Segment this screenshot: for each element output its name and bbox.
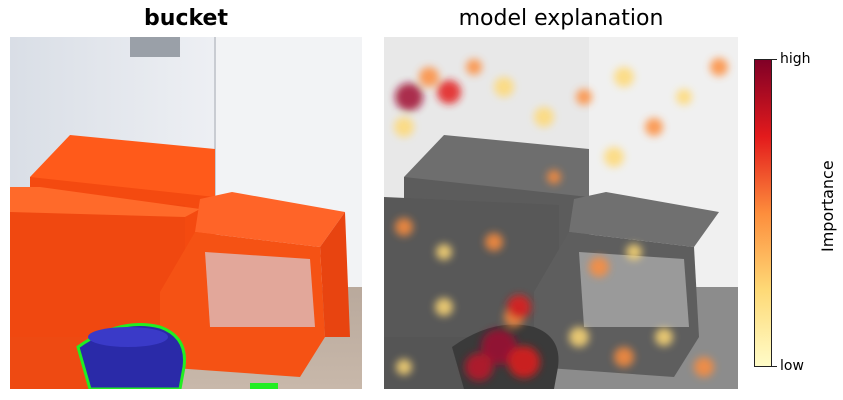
original-image-title: bucket xyxy=(144,6,228,31)
original-image xyxy=(10,37,362,389)
colorbar-tick-low xyxy=(772,366,777,367)
explanation-heatmap xyxy=(384,37,738,389)
importance-colorbar xyxy=(754,59,772,367)
colorbar-tick-high xyxy=(772,59,777,60)
colorbar-low-label: low xyxy=(780,358,804,374)
explanation-title: model explanation xyxy=(458,6,664,31)
colorbar-axis-label: Importance xyxy=(818,160,837,252)
colorbar-high-label: high xyxy=(780,51,811,67)
